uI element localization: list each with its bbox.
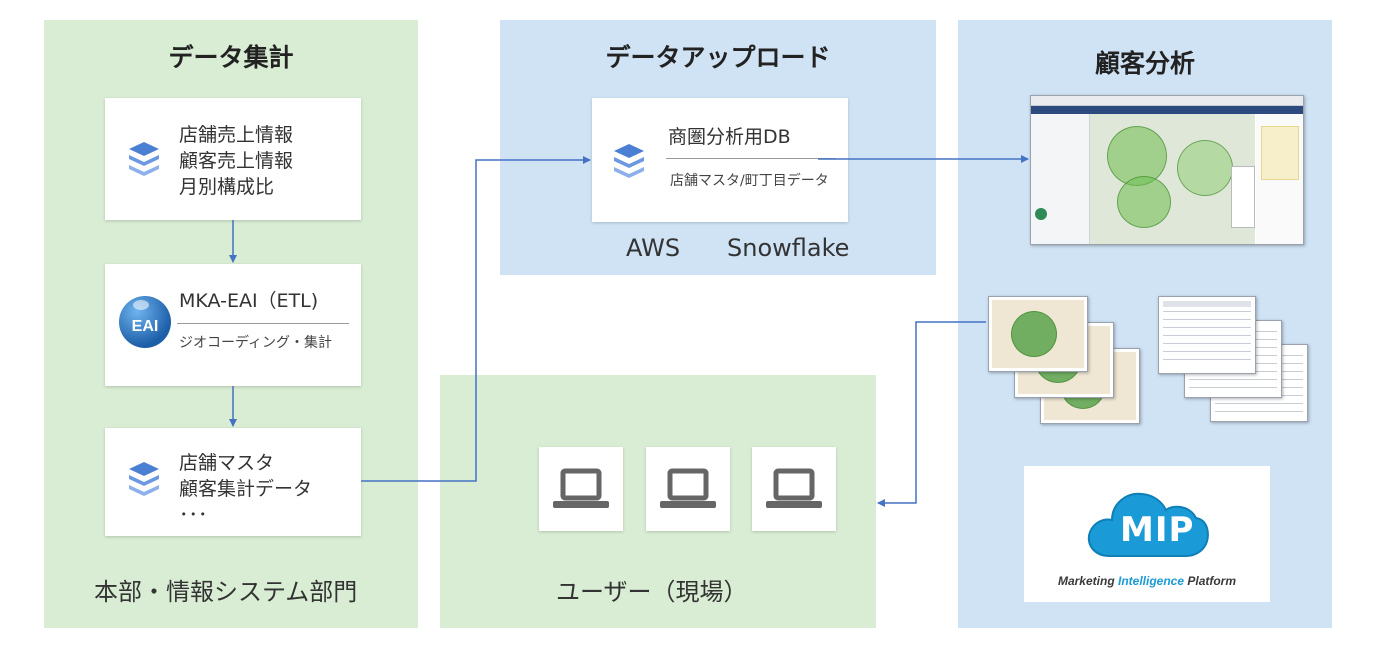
- database-stack-icon: [129, 462, 159, 496]
- database-stack-icon: [614, 144, 644, 178]
- card-line: 店舗マスタ: [179, 452, 275, 474]
- flow-arrow: [877, 321, 986, 507]
- map-report-thumbnail: [988, 296, 1088, 372]
- laptop-icon: [553, 468, 609, 508]
- platform-snowflake: Snowflake: [727, 234, 850, 262]
- mip-tagline: Marketing Intelligence Platform: [1057, 574, 1237, 588]
- eai-logo-icon: EAI: [119, 296, 171, 348]
- platform-aws: AWS: [626, 234, 681, 262]
- divider: [177, 323, 349, 324]
- database-stack-icon: [129, 142, 159, 176]
- card-line: 顧客集計データ: [179, 478, 313, 500]
- aggregation-title: データ集計: [168, 43, 294, 72]
- trade-area-db-card: 商圏分析用DB 店舗マスタ/町丁目データ: [592, 98, 848, 222]
- table-report-thumbnail: [1158, 296, 1256, 374]
- user-device-card: [752, 447, 836, 531]
- card-line: 顧客売上情報: [179, 150, 294, 172]
- card-line: 月別構成比: [179, 176, 275, 198]
- analysis-title: 顧客分析: [1094, 49, 1195, 78]
- eai-logo-text: EAI: [131, 318, 159, 335]
- upload-title: データアップロード: [605, 43, 831, 72]
- card-line: 店舗売上情報: [179, 124, 294, 146]
- db-title: 商圏分析用DB: [668, 126, 791, 148]
- etl-title: MKA-EAI（ETL): [179, 290, 319, 312]
- card-line: ･･･: [179, 504, 208, 526]
- etl-card: EAI MKA-EAI（ETL) ジオコーディング・集計: [105, 264, 361, 386]
- analysis-app-screenshot: [1030, 95, 1304, 245]
- user-device-card: [539, 447, 623, 531]
- user-device-card: [646, 447, 730, 531]
- master-data-card: 店舗マスタ 顧客集計データ ･･･: [105, 428, 361, 536]
- laptop-icon: [766, 468, 822, 508]
- etl-subtitle: ジオコーディング・集計: [179, 335, 333, 351]
- db-subtitle: 店舗マスタ/町丁目データ: [670, 173, 829, 189]
- aggregation-footer: 本部・情報システム部門: [94, 578, 358, 606]
- sales-data-card: 店舗売上情報 顧客売上情報 月別構成比: [105, 98, 361, 220]
- mip-logo-card: MIP Marketing Intelligence Platform: [1024, 466, 1270, 602]
- flow-arrow: [361, 156, 591, 482]
- divider: [666, 158, 836, 159]
- users-footer: ユーザー（現場）: [556, 578, 748, 606]
- mip-cloud-logo: [1087, 492, 1209, 557]
- mip-logo-text: MIP: [1120, 510, 1195, 550]
- laptop-icon: [660, 468, 716, 508]
